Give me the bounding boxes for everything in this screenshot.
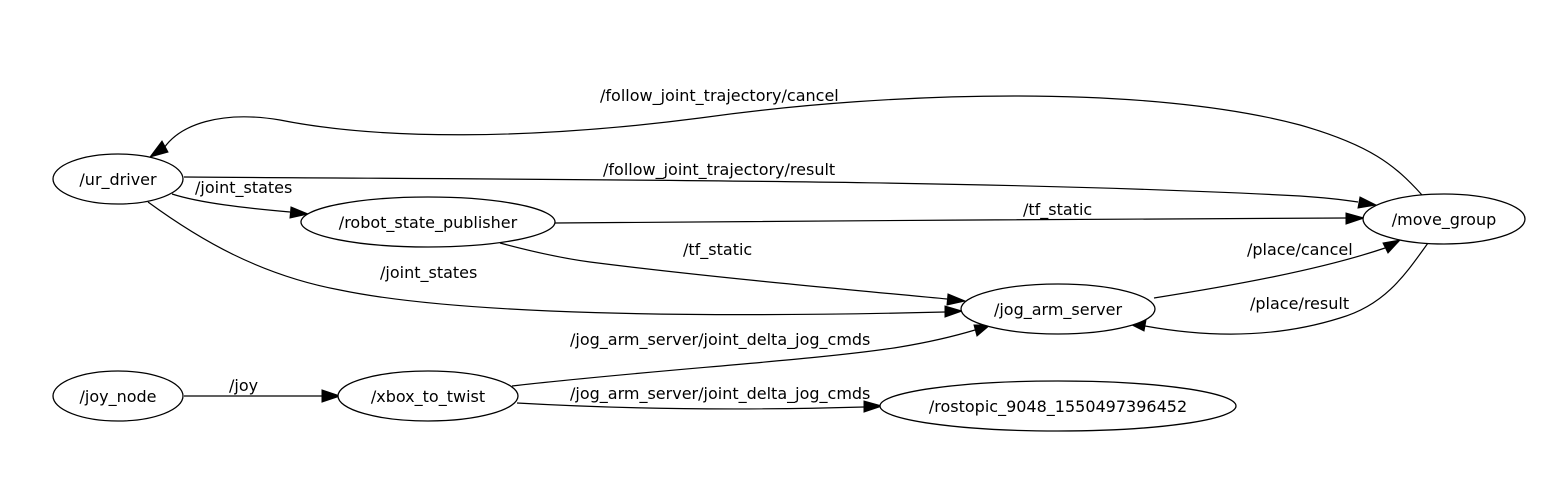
node-ellipse <box>879 380 1237 432</box>
edge-line <box>147 201 946 316</box>
node-jog-arm-server[interactable]: /jog_arm_server <box>960 283 1156 335</box>
arrowhead <box>289 206 310 219</box>
arrowhead <box>1382 239 1402 254</box>
node-label: /xbox_to_twist <box>371 387 485 407</box>
edge-line <box>183 176 1359 203</box>
node-label: /robot_state_publisher <box>339 213 518 233</box>
edge-line <box>163 95 1423 196</box>
edge-label: /jog_arm_server/joint_delta_jog_cmds <box>570 384 870 404</box>
edge-line <box>499 242 948 300</box>
arrowhead <box>946 293 967 306</box>
node-label: /move_group <box>1392 210 1497 230</box>
edge-place-cancel: /place/cancel <box>1153 239 1402 299</box>
edge-jog-cmds-to-jog-arm-server: /jog_arm_server/joint_delta_jog_cmds <box>511 324 992 387</box>
edge-follow-joint-trajectory-cancel: /follow_joint_trajectory/cancel <box>148 86 1423 196</box>
edge-joint-states-to-robot-state-publisher: /joint_states <box>171 178 310 219</box>
node-robot-state-publisher[interactable]: /robot_state_publisher <box>300 196 556 248</box>
node-joy-node[interactable]: /joy_node <box>52 370 184 422</box>
edge-jog-cmds-to-rostopic: /jog_arm_server/joint_delta_jog_cmds <box>516 384 884 413</box>
edge-joy: /joy <box>184 376 342 403</box>
edge-follow-joint-trajectory-result: /follow_joint_trajectory/result <box>183 160 1378 209</box>
node-xbox-to-twist[interactable]: /xbox_to_twist <box>337 370 519 422</box>
node-ellipse <box>337 370 519 422</box>
edge-tf-static-to-move-group: /tf_static <box>554 200 1366 225</box>
edge-label: /follow_joint_trajectory/result <box>603 160 835 180</box>
arrowhead <box>1345 212 1366 225</box>
edge-label: /joy <box>229 376 258 395</box>
edge-line <box>511 329 976 387</box>
edge-line <box>1144 242 1429 335</box>
edge-label: /joint_states <box>380 263 477 283</box>
node-rostopic[interactable]: /rostopic_9048_1550497396452 <box>879 380 1237 432</box>
edge-label: /tf_static <box>683 240 752 260</box>
node-label: /ur_driver <box>79 170 157 190</box>
edge-place-result: /place/result <box>1126 242 1429 335</box>
arrowhead <box>863 400 884 413</box>
node-label: /joy_node <box>79 387 156 407</box>
edge-line <box>1153 247 1386 299</box>
edge-tf-static-to-jog-arm-server: /tf_static <box>499 240 967 306</box>
edge-joint-states-to-jog-arm-server: /joint_states <box>147 201 964 318</box>
node-label: /rostopic_9048_1550497396452 <box>929 397 1187 417</box>
edge-line <box>554 217 1347 224</box>
edge-line <box>171 193 291 213</box>
node-ellipse <box>960 283 1156 335</box>
node-ur-driver[interactable]: /ur_driver <box>52 153 184 205</box>
edge-label: /follow_joint_trajectory/cancel <box>600 86 839 106</box>
arrowhead <box>321 389 342 403</box>
edge-label: /jog_arm_server/joint_delta_jog_cmds <box>570 330 870 350</box>
arrowhead <box>148 140 169 158</box>
node-ellipse <box>52 153 184 205</box>
node-label: /jog_arm_server <box>994 300 1123 320</box>
node-ellipse <box>300 196 556 248</box>
arrowhead <box>1357 196 1378 209</box>
node-ellipse <box>52 370 184 422</box>
edge-label: /tf_static <box>1023 200 1092 220</box>
node-ellipse <box>1362 193 1526 245</box>
edge-label: /joint_states <box>195 178 292 198</box>
edge-line <box>516 402 865 410</box>
arrowhead <box>944 305 964 318</box>
edge-label: /place/cancel <box>1247 240 1353 259</box>
edge-label: /place/result <box>1250 294 1349 313</box>
node-move-group[interactable]: /move_group <box>1362 193 1526 245</box>
